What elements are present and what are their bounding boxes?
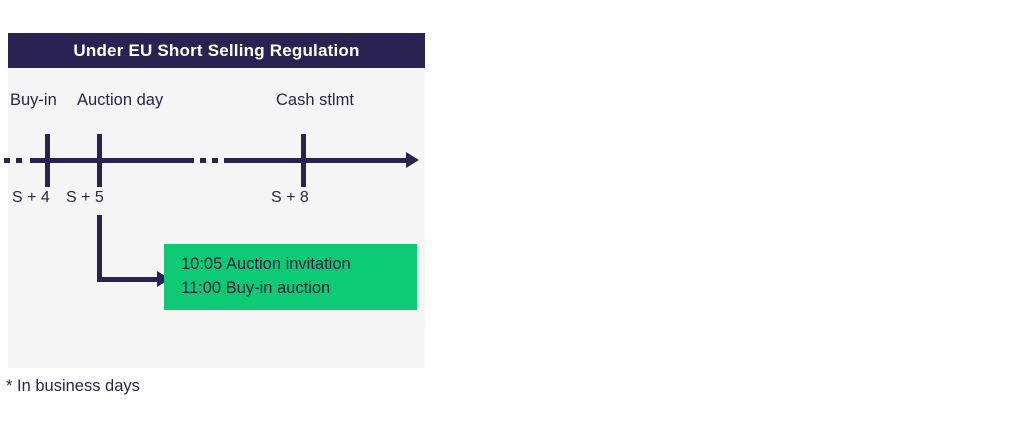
- figure-panel: Under EU Short Selling Regulation: [8, 33, 425, 368]
- timeline-tick-label-s-plus-5: S + 5: [66, 189, 104, 206]
- timeline-axis-break-dots: [188, 158, 224, 163]
- timeline-event-label-buy-in: Buy-in: [10, 91, 57, 109]
- figure-footnote: * In business days: [6, 377, 140, 395]
- auction-callout-box: 10:05 Auction invitation 11:00 Buy-in au…: [164, 244, 417, 310]
- timeline-tick-s-plus-8: [301, 134, 306, 187]
- timeline-tick-label-s-plus-4: S + 4: [12, 189, 50, 206]
- timeline-event-label-auction-day: Auction day: [77, 91, 164, 109]
- panel-title: Under EU Short Selling Regulation: [73, 40, 360, 60]
- callout-connector-horizontal: [97, 277, 160, 282]
- callout-connector-vertical: [97, 215, 102, 282]
- panel-header: Under EU Short Selling Regulation: [8, 33, 425, 68]
- callout-line-buy-in-auction: 11:00 Buy-in auction: [181, 279, 331, 297]
- timeline-tick-s-plus-5: [97, 134, 102, 187]
- callout-line-auction-invitation: 10:05 Auction invitation: [181, 255, 351, 274]
- timeline-tick-s-plus-4: [45, 134, 50, 187]
- timeline-tick-label-s-plus-8: S + 8: [271, 189, 309, 206]
- timeline-event-label-cash-stlmt: Cash stlmt: [276, 91, 354, 109]
- timeline-axis-arrow-icon: [406, 152, 419, 168]
- timeline-axis-leading-dots: [4, 158, 28, 163]
